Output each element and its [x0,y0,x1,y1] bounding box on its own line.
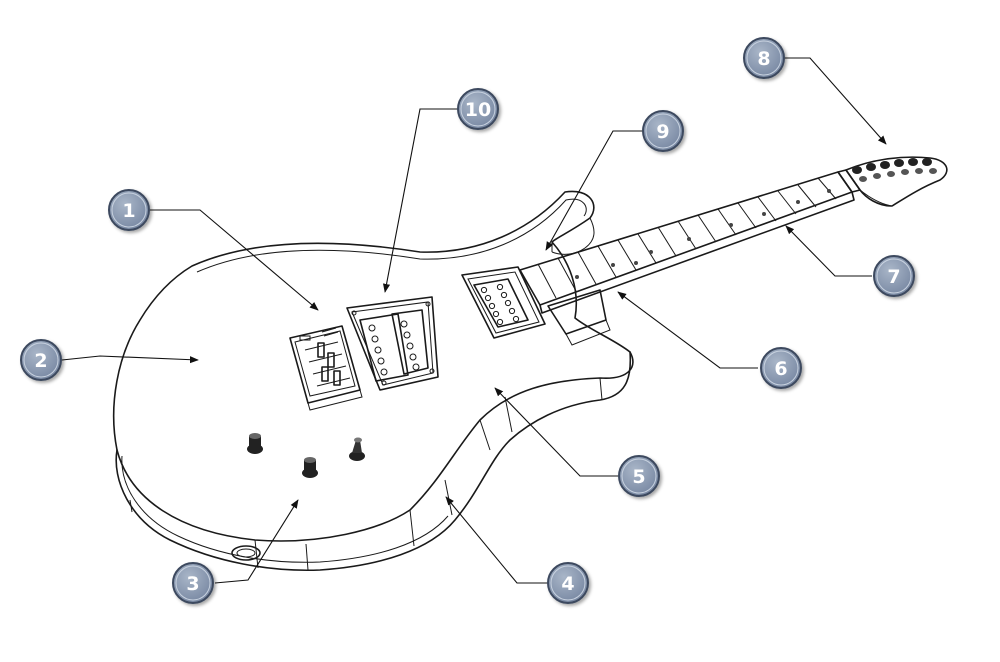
callout-ring [763,350,799,386]
callout-circle [172,562,214,604]
neck-pickup [461,266,546,339]
callout-ring [876,258,912,294]
callout-circle [457,88,499,130]
callout-number: 9 [656,121,669,143]
callout-ring [621,458,657,494]
callout-badge-5: 5 [618,455,660,497]
callout-badge-4: 4 [547,562,589,604]
callout-circle [108,189,150,231]
callout-number: 6 [774,358,787,380]
callout-badges: 1 2 3 4 5 6 7 8 9 10 [20,37,915,604]
leader-8 [785,57,887,145]
leader-2 [61,355,199,364]
callout-number: 10 [465,99,491,121]
callout-number: 5 [632,466,645,488]
leader-7 [785,225,872,277]
callout-badge-7: 7 [873,255,915,297]
callout-ring [23,342,59,378]
callout-circle [743,37,785,79]
callout-badge-8: 8 [743,37,785,79]
callout-badge-9: 9 [642,110,684,152]
leader-4 [445,496,548,584]
callout-badge-1: 1 [108,189,150,231]
callout-number: 4 [561,573,574,595]
callout-ring [645,113,681,149]
callout-badge-6: 6 [760,347,802,389]
callout-number: 7 [887,266,900,288]
callout-circle [642,110,684,152]
leader-lines [61,57,887,584]
leader-9 [545,130,643,251]
guitar-body [112,190,634,572]
bridge-pickup [346,296,439,391]
leader-3 [214,499,299,584]
bridge [289,325,363,411]
callout-ring [111,192,147,228]
callout-circle [760,347,802,389]
pickup-selector-switch [349,437,365,461]
callout-ring [460,91,496,127]
callout-ring [175,565,211,601]
control-knobs [247,433,318,478]
guitar-neck [519,156,948,346]
callout-circle [20,339,62,381]
callout-badge-2: 2 [20,339,62,381]
callout-circle [618,455,660,497]
callout-badge-3: 3 [172,562,214,604]
callout-badge-10: 10 [457,88,499,130]
callout-number: 3 [186,573,199,595]
callout-number: 1 [122,200,135,222]
callout-circle [547,562,589,604]
leader-6 [617,291,758,369]
leader-5 [494,387,618,477]
leader-10 [382,108,458,293]
callout-ring [550,565,586,601]
callout-number: 8 [757,48,770,70]
callout-number: 2 [34,350,47,372]
leader-1 [150,209,319,311]
callout-ring [746,40,782,76]
callout-circle [873,255,915,297]
